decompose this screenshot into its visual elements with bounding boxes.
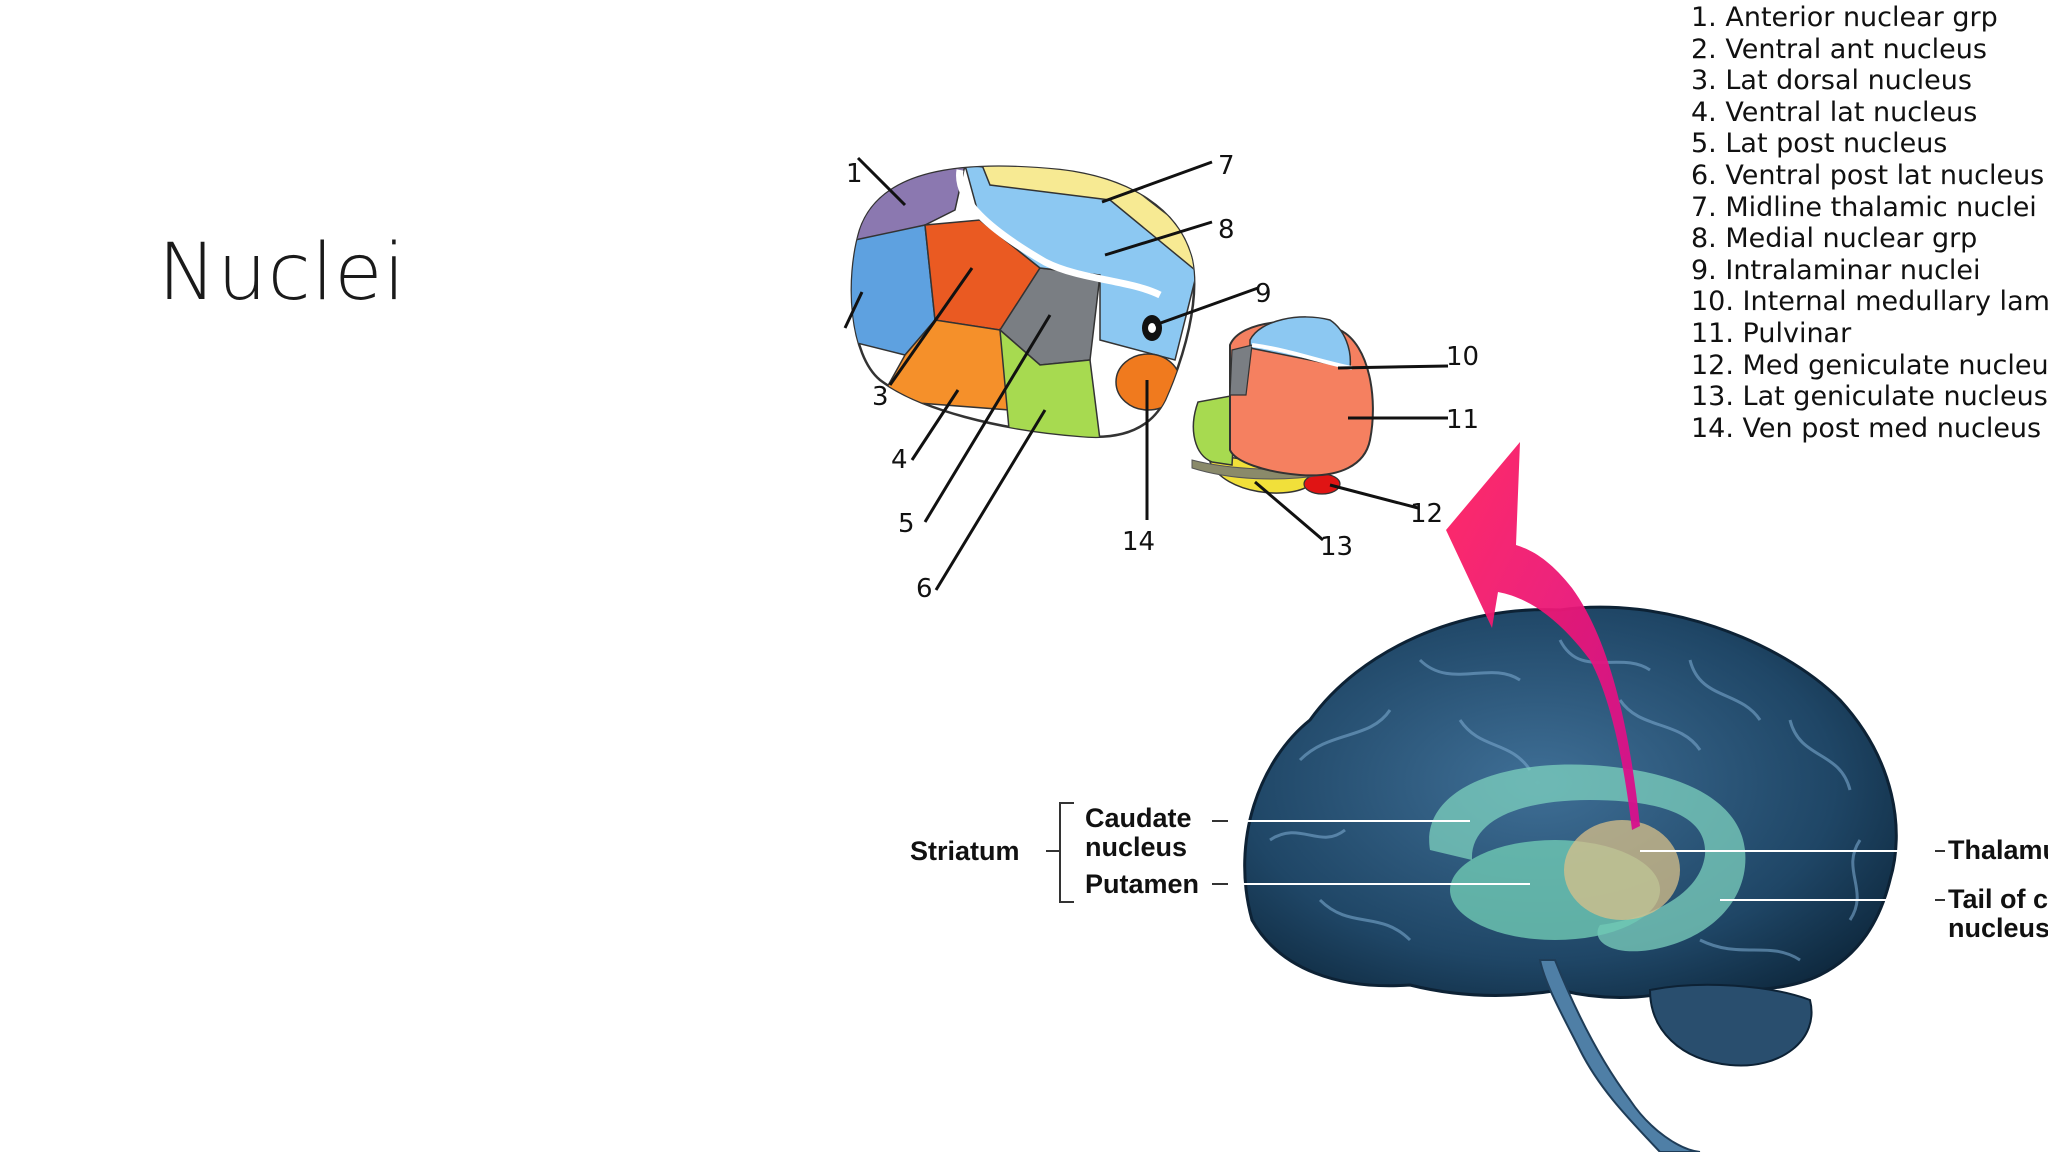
legend-item: 9. Intralaminar nuclei xyxy=(1691,255,2048,287)
legend-label: Ventral post lat nucleus xyxy=(1725,159,2045,191)
caudate-nucleus xyxy=(1429,764,1746,952)
legend-number: 8. xyxy=(1691,223,1717,255)
legend-item: 4. Ventral lat nucleus xyxy=(1691,97,2048,129)
callout-numbers: 1 3 4 5 6 7 8 9 10 11 12 13 14 xyxy=(846,151,1479,604)
legend-label: Ventral lat nucleus xyxy=(1725,96,1978,128)
legend-item: 2. Ventral ant nucleus xyxy=(1691,34,2048,66)
legend-label: Pulvinar xyxy=(1742,317,1852,349)
legend-number: 7. xyxy=(1691,191,1717,223)
legend-label: Ventral ant nucleus xyxy=(1725,33,1987,65)
thalamus-left-body xyxy=(850,165,1196,439)
callout-number: 11 xyxy=(1446,405,1479,435)
legend-item: 11. Pulvinar xyxy=(1691,318,2048,350)
label-thalamus: Thalamu xyxy=(1948,835,2048,865)
legend-item: 8. Medial nuclear grp xyxy=(1691,223,2048,255)
label-striatum: Striatum xyxy=(910,836,1020,866)
callout-number: 6 xyxy=(916,574,933,604)
slide-title: Nuclei xyxy=(158,228,406,318)
brain-illustration xyxy=(1046,605,1945,1152)
legend-label: Medial nuclear grp xyxy=(1725,223,1978,255)
legend-label: Internal medullary lam xyxy=(1742,286,2048,318)
brain-stem xyxy=(1538,959,1701,1152)
legend-item: 7. Midline thalamic nuclei xyxy=(1691,192,2048,224)
legend-label: Lat dorsal nucleus xyxy=(1725,65,1972,97)
legend-number: 4. xyxy=(1691,96,1717,128)
callout-lines xyxy=(843,156,1449,591)
legend-label: Midline thalamic nuclei xyxy=(1725,191,2037,223)
legend-number: 14. xyxy=(1691,412,1734,444)
legend-number: 12. xyxy=(1691,349,1734,381)
thalamus-highlight xyxy=(1564,820,1680,920)
callout-number: 1 xyxy=(846,159,863,189)
callout-number: 3 xyxy=(872,382,889,412)
legend-item: 12. Med geniculate nucleus xyxy=(1691,350,2048,382)
legend-label: Intralaminar nuclei xyxy=(1725,254,1981,286)
legend-number: 1. xyxy=(1691,2,1717,33)
legend-label: Ven post med nucleus xyxy=(1742,412,2042,444)
callout-number: 7 xyxy=(1218,151,1235,181)
label-putamen: Putamen xyxy=(1085,869,1199,899)
legend-number: 9. xyxy=(1691,254,1717,286)
legend-label: Lat post nucleus xyxy=(1725,128,1948,160)
legend-item: 3. Lat dorsal nucleus xyxy=(1691,65,2048,97)
legend-number: 5. xyxy=(1691,128,1717,160)
legend-number: 11. xyxy=(1691,317,1734,349)
legend-item: 14. Ven post med nucleus xyxy=(1691,413,2048,445)
legend-item: 1. Anterior nuclear grp xyxy=(1691,2,2048,34)
callout-number: 12 xyxy=(1410,499,1443,529)
callout-number: 10 xyxy=(1446,342,1479,372)
legend-item: 6. Ventral post lat nucleus xyxy=(1691,160,2048,192)
callout-number: 9 xyxy=(1255,279,1272,309)
nuclei-legend: 1. Anterior nuclear grp 2. Ventral ant n… xyxy=(1691,2,2048,444)
label-tail-line1: Tail of ca xyxy=(1948,884,2048,914)
brain-cerebellum xyxy=(1648,983,1813,1067)
label-caudate-line2: nucleus xyxy=(1085,832,1187,862)
magenta-arrow xyxy=(1446,442,1640,830)
thalamus-posterior-body xyxy=(1191,316,1374,495)
callout-number: 13 xyxy=(1320,532,1353,562)
legend-label: Anterior nuclear grp xyxy=(1725,2,1998,33)
callout-number: 14 xyxy=(1122,527,1155,557)
region-posterior-green xyxy=(1192,394,1237,466)
label-caudate-line1: Caudate xyxy=(1085,803,1192,833)
callout-number: 8 xyxy=(1218,215,1235,245)
label-tail-line2: nucleus xyxy=(1948,913,2048,943)
legend-item: 5. Lat post nucleus xyxy=(1691,128,2048,160)
legend-number: 3. xyxy=(1691,65,1717,97)
legend-number: 6. xyxy=(1691,159,1717,191)
callout-number: 4 xyxy=(891,445,908,475)
region-posterior-blue xyxy=(1249,316,1352,369)
legend-label: Lat geniculate nucleus xyxy=(1742,381,2048,413)
internal-medullary-lamina xyxy=(956,169,1162,299)
legend-item: 13. Lat geniculate nucleus xyxy=(1691,381,2048,413)
brain-labels: Striatum Caudate nucleus Putamen Thalamu… xyxy=(910,803,2048,943)
legend-number: 2. xyxy=(1691,33,1717,65)
callout-number: 5 xyxy=(898,509,915,539)
legend-number: 10. xyxy=(1691,286,1734,318)
legend-label: Med geniculate nucleus xyxy=(1742,349,2048,381)
legend-item: 10. Internal medullary lam xyxy=(1691,286,2048,318)
legend-number: 13. xyxy=(1691,381,1734,413)
